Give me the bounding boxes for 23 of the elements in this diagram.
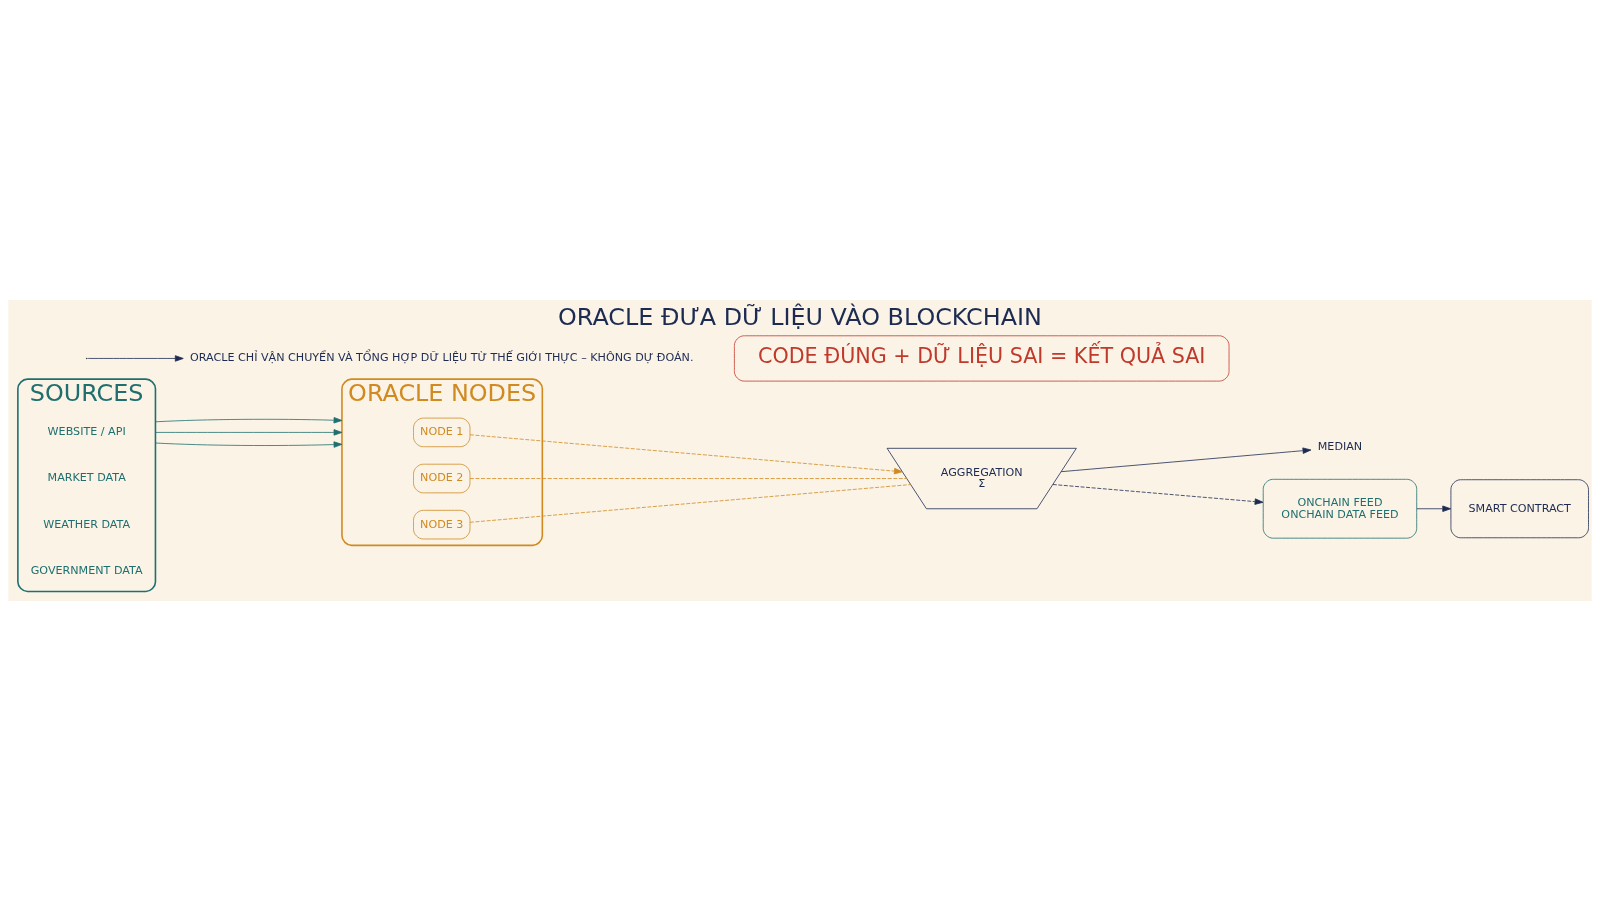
node-text: MARKET DATA xyxy=(47,470,126,484)
node-box: NODE 1 xyxy=(413,417,471,447)
node-text: WEBSITE / API xyxy=(47,424,126,438)
arrow xyxy=(155,416,343,423)
arrow xyxy=(87,354,184,362)
arrow xyxy=(155,440,343,448)
node-box: NODE 2 xyxy=(413,463,471,493)
node-text: GOVERNMENT DATA xyxy=(30,563,143,577)
arrow xyxy=(469,433,903,474)
node-box: NODE 3 xyxy=(413,509,471,539)
node-box: CODE ĐÚNG + DỮ LIỆU SAI = KẾT QUẢ SAI xyxy=(734,334,1230,381)
arrow xyxy=(155,428,343,436)
arrow xyxy=(1060,447,1312,472)
node-text: ORACLE CHỈ VẬN CHUYỂN VÀ TỔNG HỢP DỮ LIỆU TỪ THẾ GIỚI THỰC – KHÔNG DỰ ĐOÁN. xyxy=(190,350,694,364)
connector xyxy=(469,483,912,523)
connector xyxy=(469,477,907,479)
node-text: MEDIAN xyxy=(1317,439,1363,453)
arrow xyxy=(1052,483,1264,505)
node-box: SMART CONTRACT xyxy=(1450,478,1589,538)
node-box: ONCHAIN FEED ONCHAIN DATA FEED xyxy=(1262,478,1418,539)
diagram-title: ORACLE ĐƯA DỮ LIỆU VÀO BLOCKCHAIN xyxy=(558,302,1042,331)
arrow xyxy=(1416,505,1452,512)
node-text: WEATHER DATA xyxy=(43,517,131,531)
